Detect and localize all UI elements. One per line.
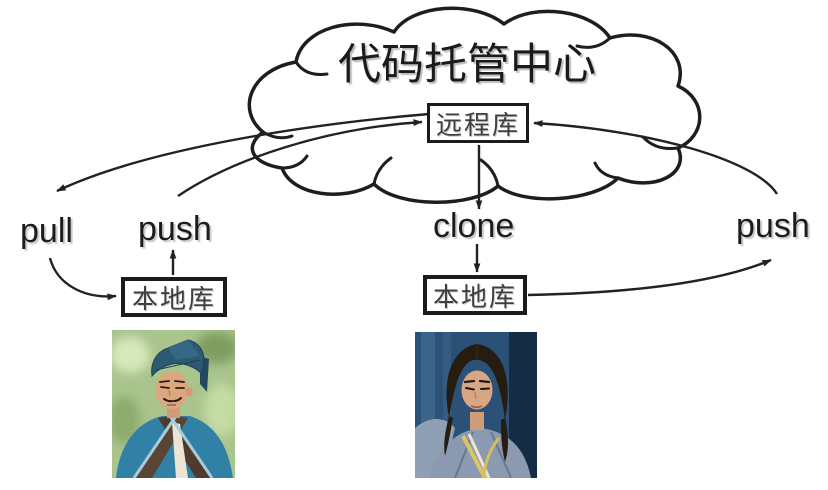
remote-repo-box: 远程库 [427,103,529,143]
local-repo-right-label: 本地库 [432,282,517,312]
push-left-label: push [138,210,212,248]
local-repo-right-box: 本地库 [423,275,527,315]
pull-label: pull [20,212,73,250]
swordsman-photo [415,332,537,478]
arrow-pull-to-localleft [48,257,117,301]
clone-label: clone [433,207,515,245]
scholar-photo [112,330,235,478]
local-repo-left-box: 本地库 [121,277,227,317]
arrow-localright-to-pushright [527,258,772,297]
cloud-title: 代码托管中心 [338,42,596,89]
arrow-pushright-to-remote [533,120,779,195]
arrows-group [48,112,779,301]
remote-repo-label: 远程库 [435,110,520,140]
push-right-label: push [736,207,810,245]
arrow-remote-to-pull [56,112,430,193]
local-repo-left-label: 本地库 [131,284,216,314]
arrow-pushleft-to-remote [177,119,423,197]
